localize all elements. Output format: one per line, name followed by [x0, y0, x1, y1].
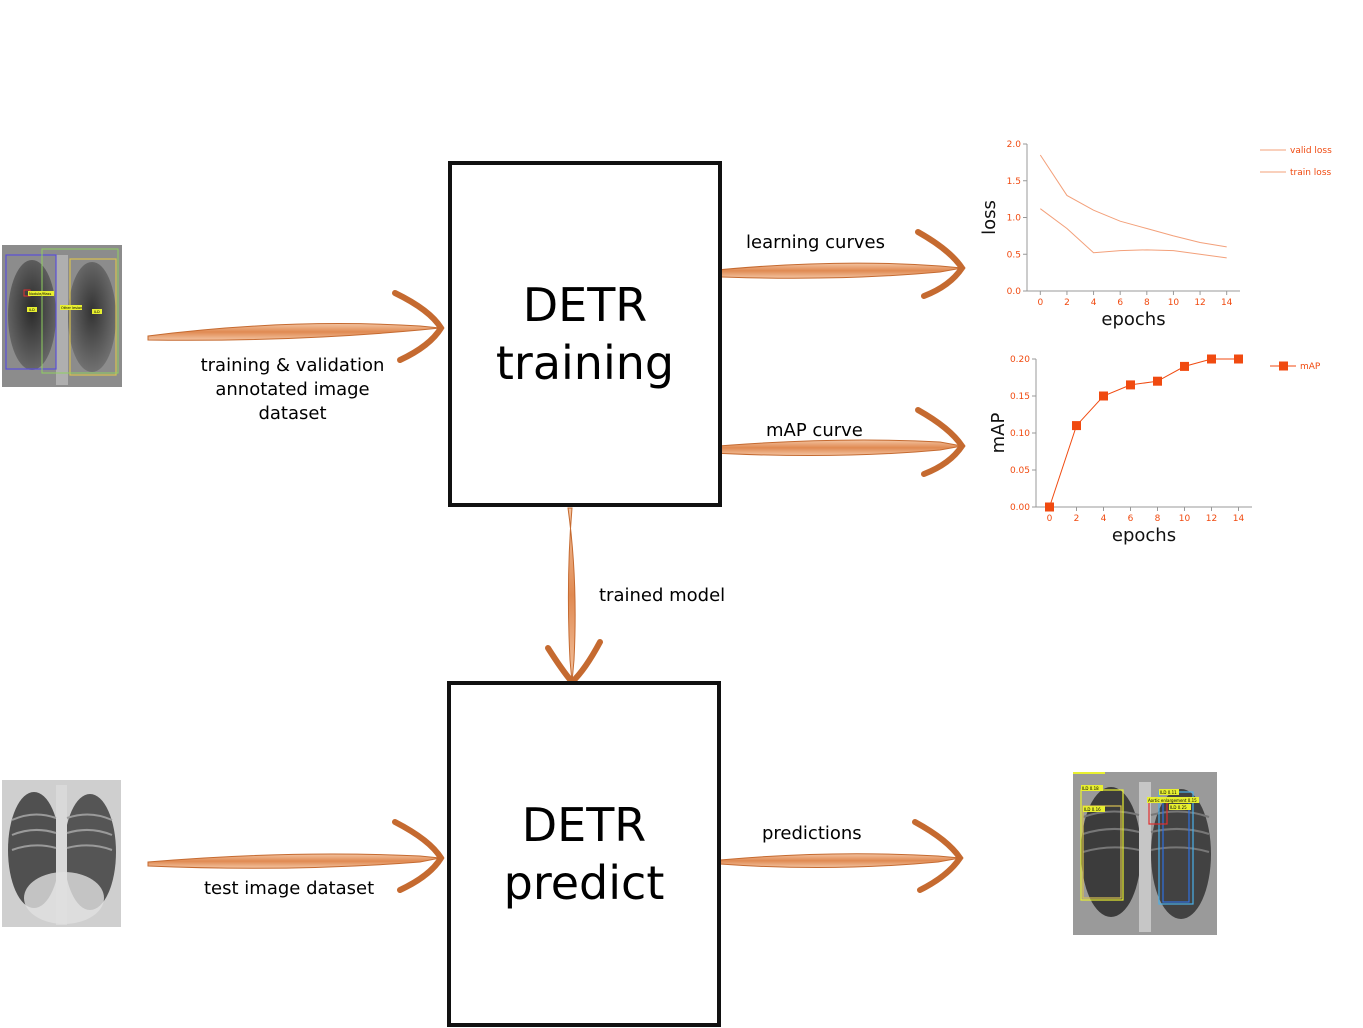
train-data-label-line1: training & validation — [200, 355, 385, 376]
arrow-learning-curves — [696, 229, 966, 299]
test-xray-image — [2, 780, 121, 927]
annotated-xray-image: Nodule/Mass ILD Other lesion ILD — [2, 245, 122, 387]
annotated-tag-2: Other lesion — [61, 306, 82, 310]
test-data-label: test image dataset — [204, 878, 375, 899]
arrow-train-data — [147, 290, 445, 363]
predicted-tag-3: Aortic enlargement 0.15 — [1148, 798, 1197, 803]
predict-box-line1: DETR — [521, 798, 647, 852]
predict-box-line2: predict — [503, 856, 665, 910]
map-curve-label: mAP curve — [766, 420, 863, 441]
arrow-trained-model — [545, 507, 603, 687]
arrow-test-data — [147, 819, 445, 893]
arrow-map-curve — [693, 407, 966, 477]
arrow-predictions — [719, 819, 964, 893]
train-data-label-line3: dataset — [258, 403, 327, 424]
train-data-label: training & validation annotated image da… — [190, 354, 395, 426]
annotated-tag-3: ILD — [94, 310, 100, 314]
detr-training-box: DETR training — [448, 161, 722, 507]
predicted-xray-image: ILD 0.18 ILD 0.16 ILD 0.11 Aortic enlarg… — [1073, 772, 1217, 935]
trained-model-label: trained model — [599, 585, 726, 606]
train-data-label-line2: annotated image — [215, 379, 370, 400]
predicted-tag-0: ILD 0.18 — [1082, 786, 1099, 791]
annotated-tag-1: ILD — [29, 308, 35, 312]
predicted-tag-2: ILD 0.11 — [1160, 790, 1177, 795]
learning-curves-label: learning curves — [746, 232, 885, 253]
detr-predict-box: DETR predict — [447, 681, 721, 1027]
training-box-line1: DETR — [522, 278, 648, 332]
annotated-tag-0: Nodule/Mass — [29, 292, 51, 296]
training-box-line2: training — [495, 336, 675, 390]
predictions-label: predictions — [762, 823, 862, 844]
predicted-tag-1: ILD 0.16 — [1084, 807, 1101, 812]
predicted-tag-4: ILD 0.25 — [1170, 805, 1187, 810]
